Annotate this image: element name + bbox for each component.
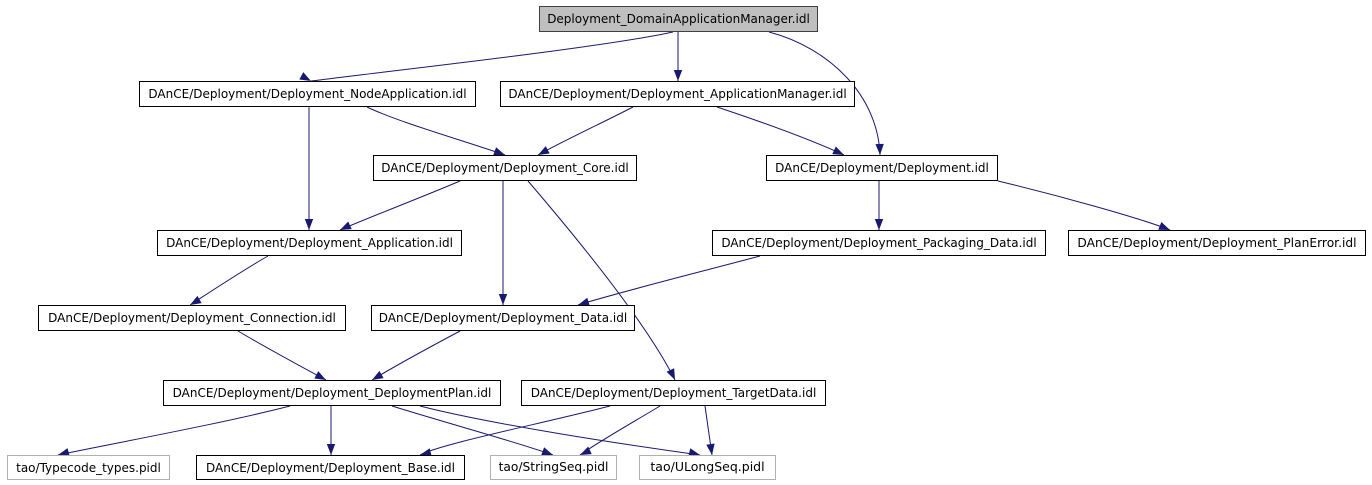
edge-application-to-connection: [189, 255, 269, 306]
graph-node-label: Deployment_DomainApplicationManager.idl: [547, 12, 810, 26]
graph-node-label: DAnCE/Deployment/Deployment_Connection.i…: [48, 311, 336, 325]
arrowhead-root-to-appmgr: [673, 70, 683, 81]
graph-node-ulongseq[interactable]: tao/ULongSeq.pidl: [639, 455, 776, 480]
edge-targetdata-to-base: [419, 405, 611, 456]
graph-node-label: DAnCE/Deployment/Deployment.idl: [775, 161, 989, 175]
graph-node-label: DAnCE/Deployment/Deployment_Core.idl: [381, 161, 629, 175]
edge-core-to-application: [339, 180, 461, 231]
graph-node-packaging[interactable]: DAnCE/Deployment/Deployment_Packaging_Da…: [712, 230, 1046, 256]
edge-targetdata-to-stringseq: [579, 405, 661, 456]
edge-appmgr-to-deployment: [716, 106, 845, 156]
edge-data-to-deployplan: [371, 330, 461, 381]
edge-root-to-nodeapp: [310, 31, 674, 82]
graph-node-label: DAnCE/Deployment/Deployment_NodeApplicat…: [148, 87, 467, 101]
graph-node-label: DAnCE/Deployment/Deployment_Application.…: [166, 236, 453, 250]
edge-deployment-to-planerror: [997, 180, 1171, 231]
edge-appmgr-to-core: [537, 106, 634, 156]
graph-node-label: tao/Typecode_types.pidl: [16, 460, 161, 475]
graph-node-root[interactable]: Deployment_DomainApplicationManager.idl: [539, 6, 818, 32]
graph-node-label: DAnCE/Deployment/Deployment_ApplicationM…: [508, 87, 847, 101]
graph-node-deployment[interactable]: DAnCE/Deployment/Deployment.idl: [766, 155, 998, 181]
edge-packaging-to-data: [577, 255, 761, 306]
arrowhead-deployplan-to-base: [326, 444, 336, 455]
edge-nodeapp-to-core: [366, 106, 506, 156]
graph-node-label: tao/ULongSeq.pidl: [650, 459, 765, 475]
graph-node-nodeapp[interactable]: DAnCE/Deployment/Deployment_NodeApplicat…: [139, 81, 476, 107]
graph-node-label: DAnCE/Deployment/Deployment_Base.idl: [205, 460, 455, 475]
edge-deployplan-to-ulongseq: [419, 405, 701, 456]
graph-node-label: DAnCE/Deployment/Deployment_TargetData.i…: [530, 386, 817, 400]
graph-node-label: DAnCE/Deployment/Deployment_Packaging_Da…: [721, 236, 1037, 250]
graph-node-connection[interactable]: DAnCE/Deployment/Deployment_Connection.i…: [38, 305, 346, 331]
edge-deployplan-to-typecode: [57, 405, 291, 456]
graph-node-data[interactable]: DAnCE/Deployment/Deployment_Data.idl: [371, 305, 635, 331]
graph-node-deployplan[interactable]: DAnCE/Deployment/Deployment_DeploymentPl…: [163, 380, 501, 406]
graph-node-label: DAnCE/Deployment/Deployment_Data.idl: [378, 311, 628, 325]
graph-node-stringseq[interactable]: tao/StringSeq.pidl: [490, 455, 617, 480]
graph-node-label: DAnCE/Deployment/Deployment_PlanError.id…: [1077, 235, 1357, 250]
edge-core-to-targetdata: [527, 180, 676, 381]
arrowhead-core-to-data: [498, 294, 508, 305]
graph-node-appmgr[interactable]: DAnCE/Deployment/Deployment_ApplicationM…: [500, 81, 855, 107]
arrowhead-deployment-to-packaging: [874, 219, 884, 230]
graph-node-targetdata[interactable]: DAnCE/Deployment/Deployment_TargetData.i…: [521, 380, 826, 406]
graph-node-label: DAnCE/Deployment/Deployment_DeploymentPl…: [172, 386, 492, 400]
graph-node-planerror[interactable]: DAnCE/Deployment/Deployment_PlanError.id…: [1068, 230, 1366, 256]
arrowhead-root-to-deployment: [875, 143, 884, 155]
graph-node-base[interactable]: DAnCE/Deployment/Deployment_Base.idl: [196, 455, 465, 480]
graph-node-typecode[interactable]: tao/Typecode_types.pidl: [7, 455, 170, 480]
arrowhead-targetdata-to-ulongseq: [706, 443, 715, 455]
edge-connection-to-deployplan: [237, 330, 327, 381]
edge-deployplan-to-stringseq: [391, 405, 554, 456]
graph-node-application[interactable]: DAnCE/Deployment/Deployment_Application.…: [157, 230, 462, 256]
edge-targetdata-to-ulongseq: [704, 405, 713, 456]
arrowhead-nodeapp-to-application: [304, 219, 314, 230]
graph-node-core[interactable]: DAnCE/Deployment/Deployment_Core.idl: [373, 155, 637, 181]
graph-node-label: tao/StringSeq.pidl: [498, 460, 609, 475]
